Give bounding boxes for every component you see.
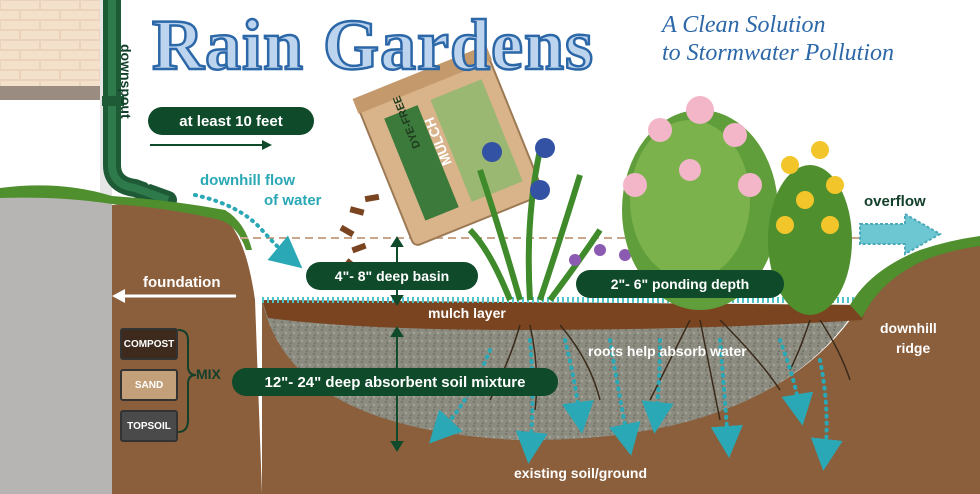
page-title: Rain Gardens bbox=[151, 4, 595, 87]
mix-item-sand: SAND bbox=[120, 369, 178, 401]
mix-item-topsoil: TOPSOIL bbox=[120, 410, 178, 442]
overflow-label: overflow bbox=[864, 193, 926, 210]
downspout-label: downspout bbox=[118, 44, 134, 119]
grass-right bbox=[850, 236, 980, 318]
iris-plant bbox=[467, 138, 631, 302]
downhill-ridge-label-line1: downhill bbox=[880, 320, 937, 336]
downhill-flow-arrow bbox=[193, 193, 303, 269]
house-brick-wall bbox=[0, 0, 100, 88]
overflow-arrow bbox=[859, 212, 943, 256]
distance-label: at least 10 feet bbox=[148, 107, 314, 135]
mix-item-label: SAND bbox=[134, 379, 164, 391]
roots-label: roots help absorb water bbox=[588, 343, 747, 359]
mix-label: MIX bbox=[196, 366, 221, 382]
pink-shrub bbox=[622, 96, 778, 310]
mix-item-label: COMPOST bbox=[123, 338, 175, 350]
house-trim bbox=[0, 86, 100, 100]
downhill-flow-label-line1: downhill flow bbox=[200, 172, 295, 189]
subtitle-line1: A Clean Solution bbox=[662, 12, 826, 38]
house-wall bbox=[0, 100, 100, 194]
splash-lines bbox=[145, 156, 165, 186]
foundation-wall bbox=[0, 194, 112, 494]
mulch-bag bbox=[352, 45, 544, 246]
ponding-depth-label: 2"- 6" ponding depth bbox=[576, 270, 784, 298]
existing-soil-label: existing soil/ground bbox=[514, 465, 648, 481]
grass-left bbox=[0, 185, 252, 250]
mulch-layer-label: mulch layer bbox=[428, 305, 506, 321]
downhill-flow-label-line2: of water bbox=[264, 192, 322, 209]
downhill-ridge-label-line2: ridge bbox=[896, 340, 931, 356]
subtitle-line2: to Stormwater Pollution bbox=[662, 40, 895, 66]
mix-item-label: TOPSOIL bbox=[127, 420, 171, 432]
soil-mixture-label: 12"- 24" deep absorbent soil mixture bbox=[232, 368, 558, 396]
yellow-daisies bbox=[768, 141, 852, 315]
mix-bracket bbox=[177, 329, 197, 433]
foundation-label: foundation bbox=[143, 274, 221, 291]
basin-depth-label: 4"- 8" deep basin bbox=[306, 262, 478, 290]
mix-item-compost: COMPOST bbox=[120, 328, 178, 360]
